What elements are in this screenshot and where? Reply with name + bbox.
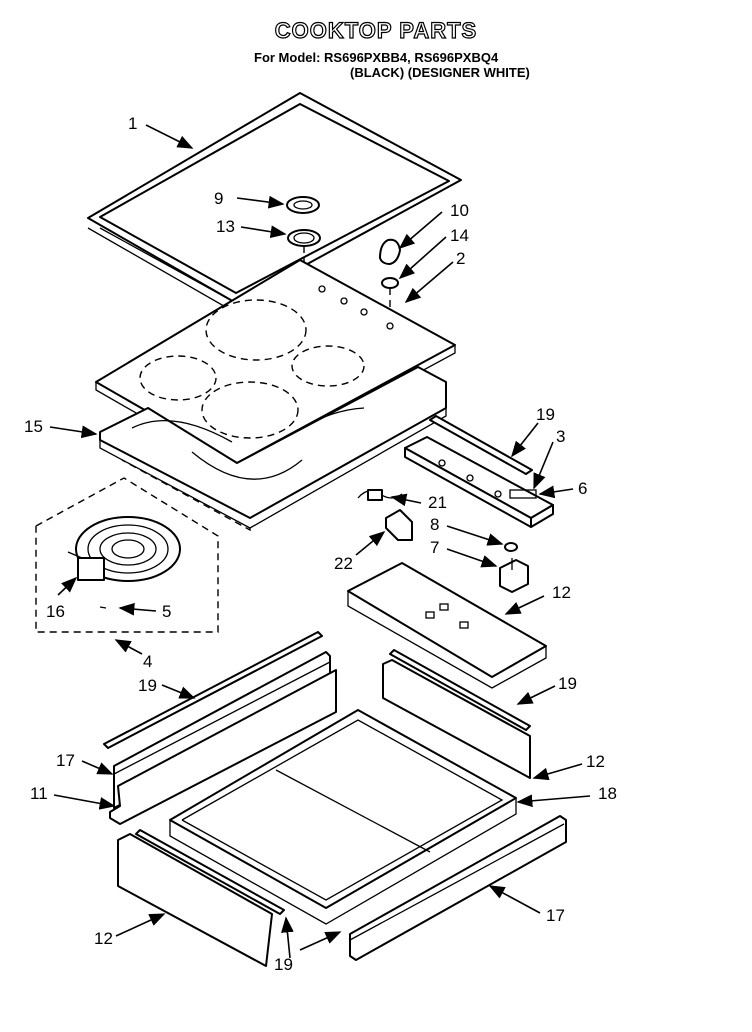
callout-5: 5 [162, 602, 171, 621]
callout-21: 21 [428, 493, 447, 512]
part-15-burner-box [99, 366, 447, 532]
part-11-side-panel [109, 669, 337, 825]
callout-16: 16 [46, 602, 65, 621]
part-12-panel-bottom [117, 833, 273, 967]
callout-17-bottom: 17 [546, 906, 565, 925]
model-numbers: For Model: RS696PXBB4, RS696PXBQ4 [254, 50, 499, 65]
callout-19-right: 19 [558, 674, 577, 693]
callout-18: 18 [598, 784, 617, 803]
part-10-clip [379, 238, 401, 265]
callout-11: 11 [30, 784, 48, 803]
part-22-bracket [385, 509, 413, 541]
callout-4: 4 [143, 652, 152, 671]
part-19-trim-upper [429, 415, 533, 475]
callout-12-bottom: 12 [94, 929, 113, 948]
callout-2: 2 [456, 249, 465, 268]
page-title: COOKTOP PARTS [274, 17, 478, 43]
part-19-trim-bottom [135, 829, 285, 915]
part-18-box [169, 709, 517, 925]
callout-17-left: 17 [56, 751, 75, 770]
callout-8: 8 [430, 515, 439, 534]
part-19-trim-right [389, 649, 531, 731]
callout-19-upper: 19 [536, 405, 555, 424]
part-12-side-panel-right [382, 659, 531, 779]
callout-13: 13 [216, 217, 235, 236]
callout-10: 10 [450, 201, 469, 220]
part-5-terminal [99, 606, 107, 609]
callout-7: 7 [430, 538, 439, 557]
leader-lines [49, 124, 591, 959]
callout-12-right: 12 [586, 752, 605, 771]
part-7-switch [499, 558, 529, 593]
callout-14: 14 [450, 226, 469, 245]
callout-labels: 1 9 13 10 14 2 15 19 3 6 21 8 7 22 16 5 … [24, 114, 617, 974]
part-8-washer [504, 542, 518, 552]
part-19-trim-left [103, 631, 323, 749]
part-9-knob [286, 196, 320, 214]
callout-19-left: 19 [138, 676, 157, 695]
callout-3: 3 [556, 427, 565, 446]
part-4-element-assembly [35, 477, 219, 633]
part-3-control-housing [404, 436, 554, 528]
callout-1: 1 [128, 114, 137, 133]
callout-6: 6 [578, 479, 587, 498]
color-variants: (BLACK) (DESIGNER WHITE) [350, 65, 530, 80]
callout-12-top: 12 [552, 583, 571, 602]
callout-19-bottom: 19 [274, 955, 293, 974]
callout-15: 15 [24, 417, 43, 436]
callout-9: 9 [214, 189, 223, 208]
part-17-rail-bottom [349, 815, 567, 961]
callout-22: 22 [334, 554, 353, 573]
part-12-baffle-top [347, 562, 547, 689]
